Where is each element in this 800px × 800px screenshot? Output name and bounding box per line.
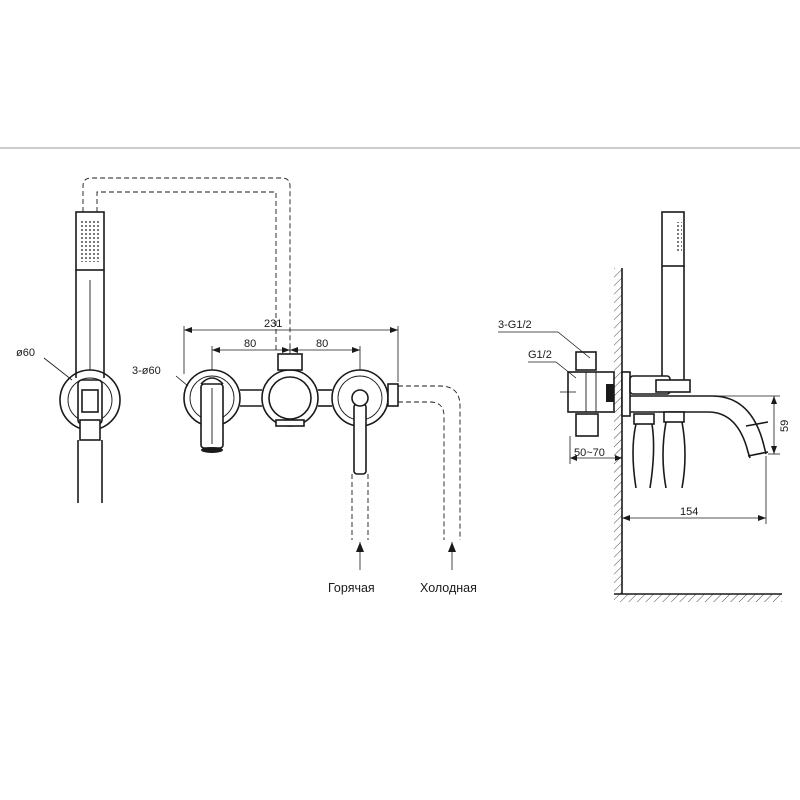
- mixer-lever-rosette: [331, 369, 389, 475]
- hose-path-dashed: [82, 177, 291, 352]
- label-thread-one: G1/2: [528, 349, 552, 361]
- diverter-rosette: [261, 353, 319, 427]
- label-width-total: 231: [264, 318, 282, 330]
- shower-holder-rosette: [59, 369, 121, 441]
- label-diameter-rosettes: 3-ø60: [132, 365, 161, 377]
- hand-shower: [75, 211, 105, 378]
- label-spacing-right: 80: [316, 338, 328, 350]
- front-view: ø60: [16, 177, 477, 595]
- cold-water-dashed: [398, 385, 461, 540]
- label-hot: Горячая: [328, 581, 375, 595]
- spout-rosette: [183, 369, 241, 453]
- floor-hatch: [614, 594, 782, 602]
- wall-hatch: [614, 268, 622, 594]
- label-wall-depth: 50~70: [574, 447, 605, 459]
- label-spout-height: 59: [779, 420, 791, 432]
- label-spout-reach: 154: [680, 506, 698, 518]
- label-thread-three: 3-G1/2: [498, 319, 532, 331]
- label-spacing-left: 80: [244, 338, 256, 350]
- label-cold: Холодная: [420, 581, 477, 595]
- side-view: 3-G1/2 G1/2 50~70 154 59: [498, 211, 791, 602]
- label-diameter-handshower: ø60: [16, 347, 35, 359]
